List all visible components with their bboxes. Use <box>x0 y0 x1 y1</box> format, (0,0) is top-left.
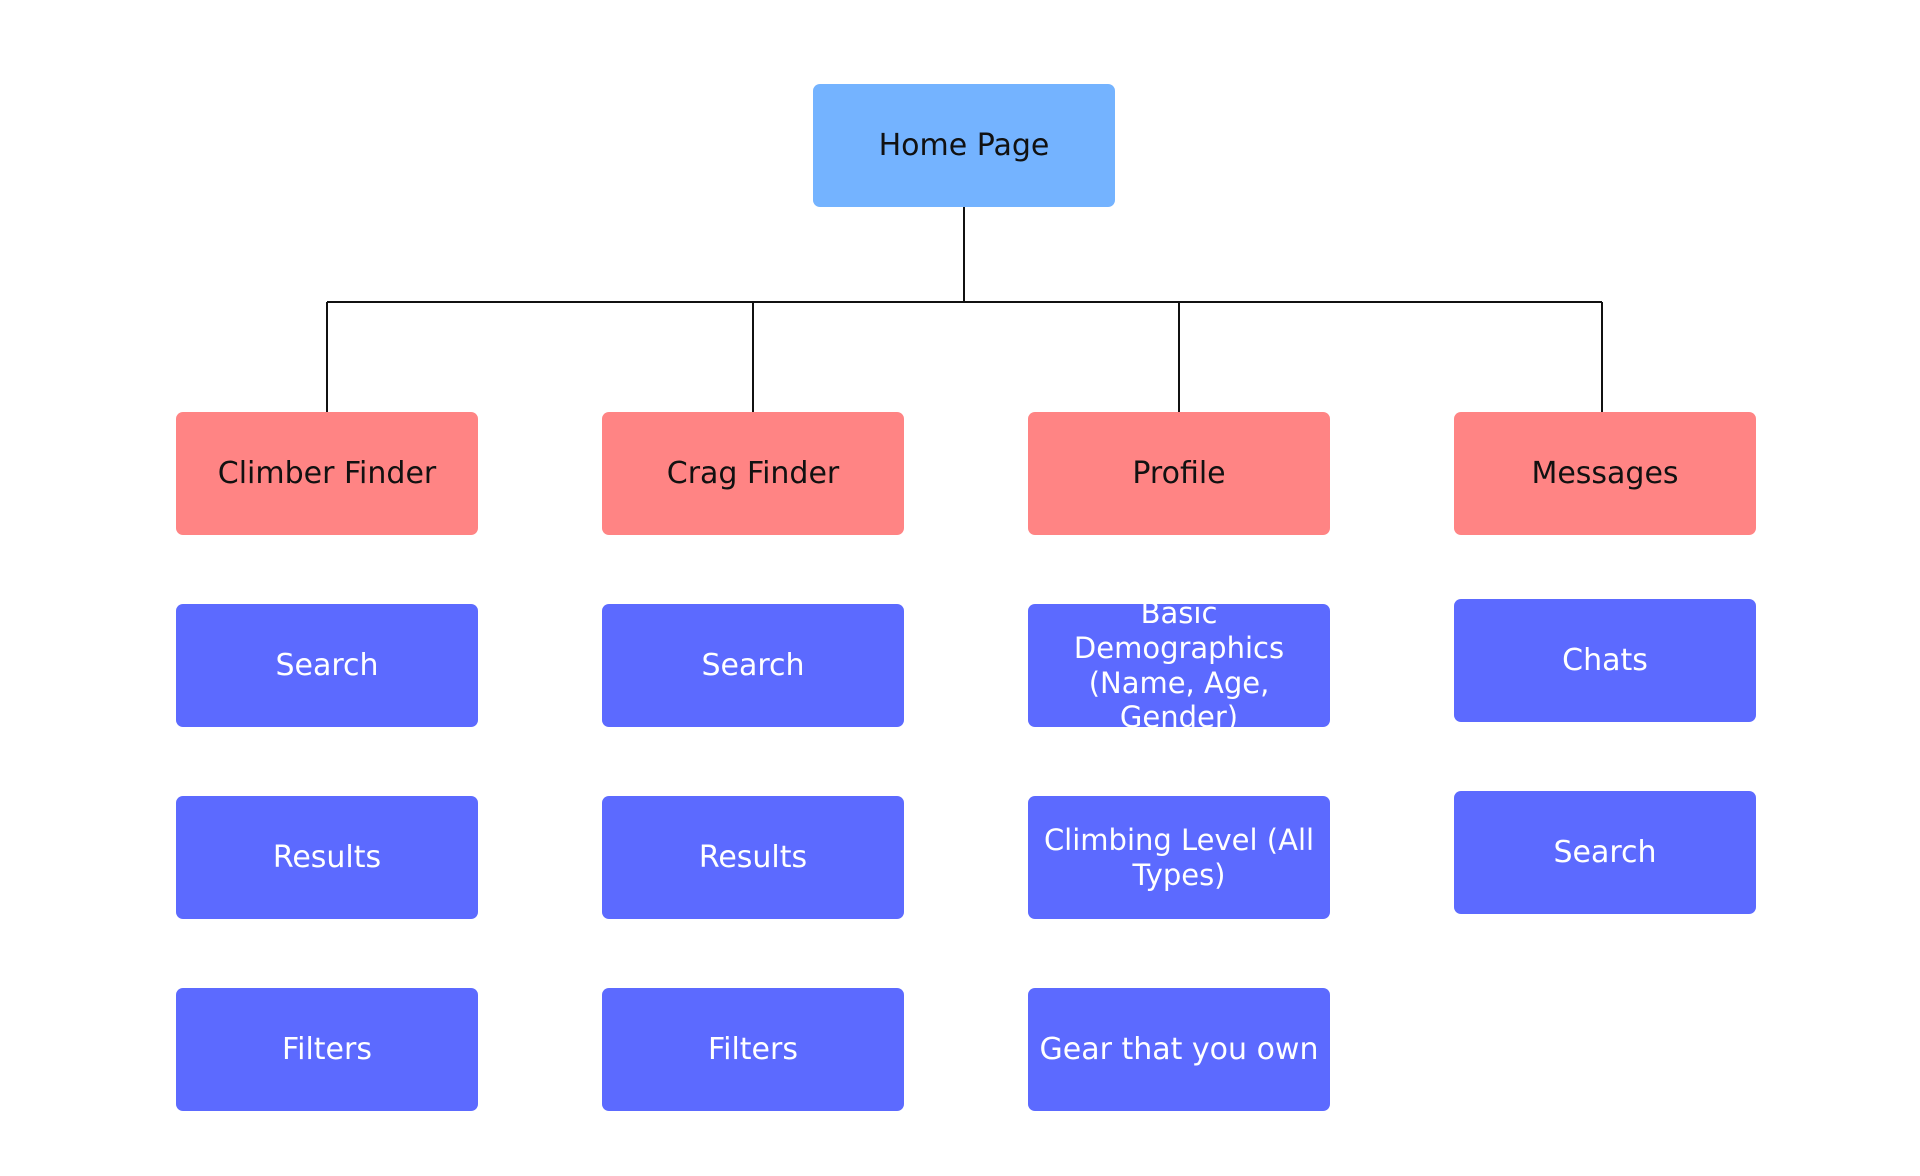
messages-label: Messages <box>1531 455 1679 491</box>
profile-label: Profile <box>1132 455 1226 491</box>
profile-climbing-level-label: Climbing Level (All Types) <box>1043 822 1315 892</box>
profile-basic-demographics-label: Basic Demographics (Name, Age, Gender) <box>1073 595 1285 735</box>
climber-finder-results-node: Results <box>176 796 478 919</box>
messages-node: Messages <box>1454 412 1756 535</box>
profile-node: Profile <box>1028 412 1330 535</box>
messages-search-node: Search <box>1454 791 1756 914</box>
climber-finder-filters-node: Filters <box>176 988 478 1111</box>
crag-finder-search-node: Search <box>602 604 904 727</box>
crag-finder-results-node: Results <box>602 796 904 919</box>
crag-finder-label: Crag Finder <box>666 455 840 491</box>
climber-finder-results-label: Results <box>272 839 382 875</box>
crag-finder-node: Crag Finder <box>602 412 904 535</box>
climber-finder-node: Climber Finder <box>176 412 478 535</box>
crag-finder-search-label: Search <box>701 647 805 683</box>
home-page-label: Home Page <box>878 127 1050 163</box>
climber-finder-search-label: Search <box>275 647 379 683</box>
profile-climbing-level-node: Climbing Level (All Types) <box>1028 796 1330 919</box>
profile-gear-node: Gear that you own <box>1028 988 1330 1111</box>
messages-search-label: Search <box>1553 834 1657 870</box>
messages-chats-label: Chats <box>1562 642 1648 678</box>
climber-finder-filters-label: Filters <box>282 1031 372 1067</box>
crag-finder-filters-node: Filters <box>602 988 904 1111</box>
home-page-node: Home Page <box>813 84 1115 207</box>
profile-basic-demographics-node: Basic Demographics (Name, Age, Gender) <box>1028 596 1330 734</box>
climber-finder-label: Climber Finder <box>217 455 437 491</box>
crag-finder-results-label: Results <box>698 839 808 875</box>
messages-chats-node: Chats <box>1454 599 1756 722</box>
crag-finder-filters-label: Filters <box>708 1031 798 1067</box>
climber-finder-search-node: Search <box>176 604 478 727</box>
profile-gear-label: Gear that you own <box>1039 1031 1319 1067</box>
